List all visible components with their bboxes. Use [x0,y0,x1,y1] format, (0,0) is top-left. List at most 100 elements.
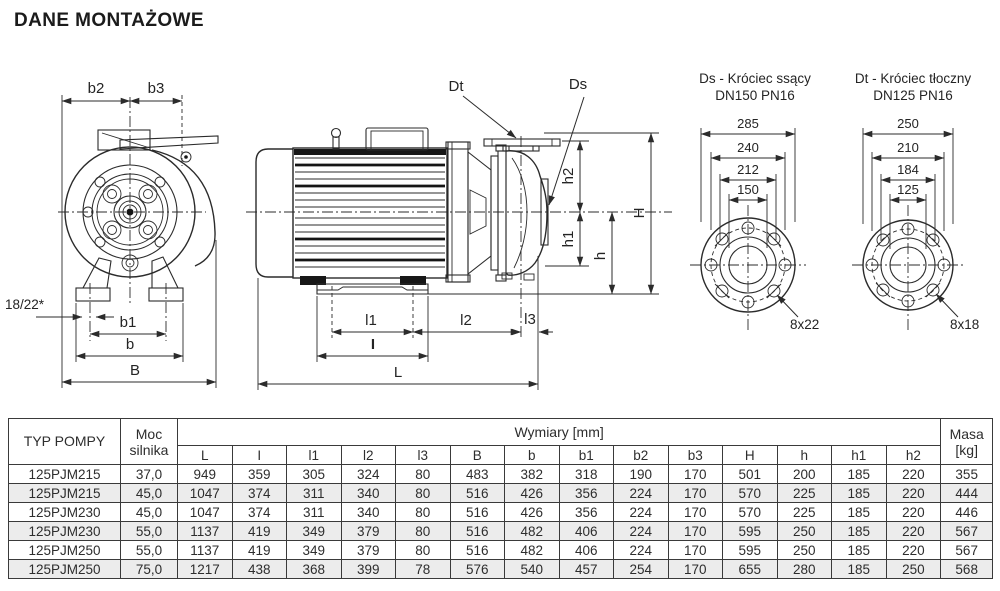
dim-header: B [449,445,505,465]
dimension-cell: 482 [504,521,560,541]
dimension-cell: 438 [231,559,287,579]
dimension-cell: 185 [831,540,887,560]
dimension-cell: 220 [885,483,942,503]
dimension-cell: 224 [613,502,669,522]
dim-label-b2: b2 [88,80,105,97]
dimension-cell: 80 [395,483,451,503]
dimension-cell: 311 [286,502,342,522]
dimension-cell: 540 [504,559,560,579]
dimension-cell: 1137 [177,540,233,560]
dimension-cell: 305 [286,464,342,484]
dimension-cell: 570 [722,483,778,503]
page-title: DANE MONTAŻOWE [14,10,204,31]
pump-type-cell: 125PJM215 [8,464,121,484]
motor-power-cell: 37,0 [120,464,178,484]
dim-discharge-bolt: 210 [897,140,919,155]
dimension-cell: 419 [231,540,287,560]
dim-label-B: B [130,362,140,379]
dimension-cell: 374 [231,483,287,503]
header-mass-line2: [kg] [955,441,978,458]
dimension-cell: 359 [231,464,287,484]
dim-label-l1: l1 [365,312,377,329]
mass-cell: 444 [940,483,994,503]
dim-label-l: I [371,336,375,353]
motor-power-cell: 55,0 [120,540,178,560]
dim-header: L [177,445,233,465]
dimension-cell: 280 [776,559,832,579]
dim-discharge-bore: 125 [897,182,919,197]
dimension-cell: 200 [776,464,832,484]
technical-drawing: b2 b3 18/22* b1 b B [5,71,979,390]
dimension-cell: 368 [286,559,342,579]
dim-label-L: L [394,364,402,381]
pump-side-view: Dt Ds h2 h1 h H l1 [246,76,672,390]
dim-header: I [231,445,287,465]
dim-header: b3 [667,445,723,465]
dim-label-H: H [631,208,648,219]
dimension-cell: 595 [722,521,778,541]
dim-label-h: h [592,252,609,260]
discharge-flange-title: Dt - Króciec tłoczny [855,71,972,86]
dimension-cell: 225 [776,483,832,503]
dimension-cell: 250 [885,559,942,579]
dim-suction-face: 212 [737,162,759,177]
dim-header: b2 [613,445,669,465]
dimension-cell: 170 [667,464,723,484]
dimension-cell: 379 [340,521,396,541]
dim-discharge-face: 184 [897,162,919,177]
dimension-cell: 318 [558,464,614,484]
dimension-cell: 379 [340,540,396,560]
dimensions-table: TYP POMPY Moc silnika Wymiary [mm] Masa … [8,418,994,579]
header-motor-power-line1: Moc [135,425,163,442]
header-dimensions: Wymiary [mm] [176,418,942,446]
dimension-cell: 190 [613,464,669,484]
dimension-cell: 406 [558,540,614,560]
dimension-cell: 1047 [177,483,233,503]
dimension-cell: 570 [722,502,778,522]
dimension-cell: 340 [340,502,396,522]
dimension-cell: 1137 [177,521,233,541]
pump-type-cell: 125PJM250 [8,559,121,579]
dimension-cell: 516 [449,540,505,560]
dimension-cell: 382 [504,464,560,484]
motor-power-cell: 55,0 [120,521,178,541]
motor-power-cell: 45,0 [120,502,178,522]
mass-cell: 568 [940,559,994,579]
dimension-cell: 170 [667,559,723,579]
dim-header: b [504,445,560,465]
dimension-cell: 576 [449,559,505,579]
dim-header: H [722,445,778,465]
dimension-cell: 170 [667,502,723,522]
pump-type-cell: 125PJM250 [8,540,121,560]
dim-suction-bolt: 240 [737,140,759,155]
pump-type-cell: 125PJM230 [8,502,121,522]
suction-flange-view: Ds - Króciec ssący DN150 PN16 285 240 21… [690,71,819,333]
suction-flange-subtitle: DN150 PN16 [715,88,795,103]
dimension-cell: 220 [885,502,942,522]
discharge-flange-view: Dt - Króciec tłoczny DN125 PN16 250 210 … [852,71,979,333]
dimension-cell: 516 [449,502,505,522]
dimension-cell: 1047 [177,502,233,522]
dimension-cell: 426 [504,483,560,503]
dim-label-l3: l3 [524,311,536,328]
dimension-cell: 406 [558,521,614,541]
dimension-cell: 225 [776,502,832,522]
dim-header: b1 [558,445,614,465]
dim-label-b3: b3 [148,80,165,97]
slot-note: 18/22* [5,297,45,312]
dim-discharge-outer: 250 [897,116,919,131]
dimension-cell: 655 [722,559,778,579]
dimension-cell: 399 [340,559,396,579]
dimension-cell: 501 [722,464,778,484]
dimension-cell: 80 [395,464,451,484]
dim-suction-outer: 285 [737,116,759,131]
mass-cell: 567 [940,540,994,560]
dimension-cell: 80 [395,502,451,522]
dimension-cell: 340 [340,483,396,503]
